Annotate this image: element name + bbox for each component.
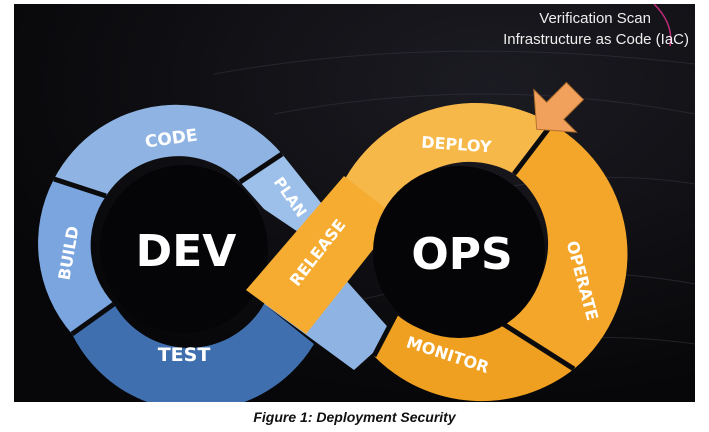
build-segment — [38, 179, 114, 334]
code-segment — [54, 104, 282, 196]
operate-segment — [500, 124, 628, 369]
dev-separators — [53, 151, 284, 337]
accent-curve — [653, 4, 672, 47]
devops-infinity-loop: DEV OPS CODE BUILD TEST PLAN RELEASE DEP… — [14, 4, 695, 402]
ops-center — [373, 166, 545, 338]
ops-separators — [371, 122, 576, 372]
test-label: TEST — [158, 344, 211, 366]
release-band — [246, 176, 398, 334]
figure-caption: Figure 1: Deployment Security — [253, 409, 456, 425]
pointer-arrow-icon — [533, 81, 585, 133]
ops-label: OPS — [411, 229, 512, 280]
deploy-label: DEPLOY — [421, 133, 493, 157]
test-segment — [72, 304, 314, 402]
dev-center — [100, 165, 268, 333]
dev-label: DEV — [136, 226, 237, 277]
annotation-verification-scan: Verification Scan — [539, 10, 651, 27]
annotation-iac: Infrastructure as Code (IaC) — [503, 31, 689, 48]
devops-diagram: DEV OPS CODE BUILD TEST PLAN RELEASE DEP… — [14, 4, 695, 402]
monitor-segment — [374, 314, 574, 402]
deploy-segment — [332, 102, 552, 222]
